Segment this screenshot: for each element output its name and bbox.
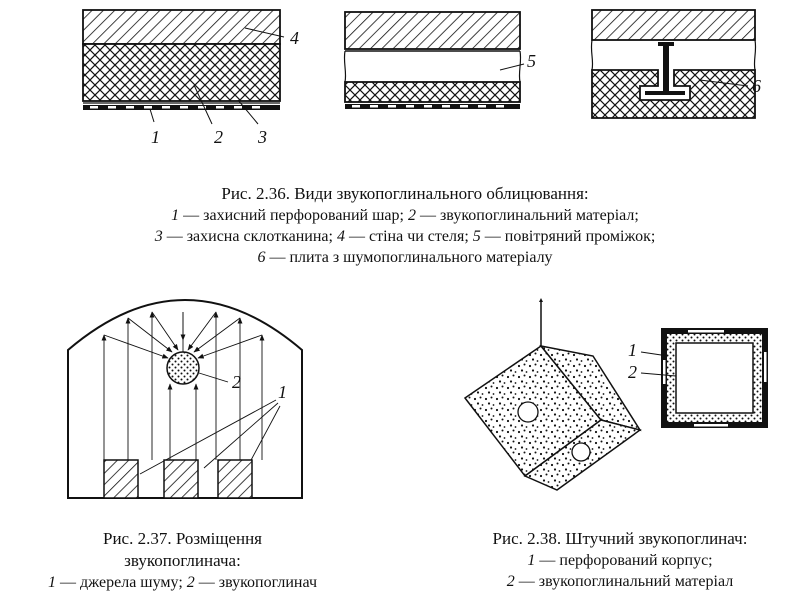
fig238-label-1: 1: [628, 340, 637, 360]
caption-text: — захисний перфорований шар;: [179, 207, 408, 224]
fig238-caption: Рис. 2.38. Штучний звукопоглинач: 1 — пе…: [430, 528, 807, 592]
fig236-label-6: 6: [752, 76, 761, 96]
fig236-caption-line-3: 6 — плита з шумопоглинального матеріалу: [95, 247, 715, 268]
fig238-caption-title: Рис. 2.38. Штучний звукопоглинач:: [492, 529, 748, 548]
fig236-label-5: 5: [527, 51, 536, 71]
fig237-diagram: [67, 299, 303, 499]
caption-text: — захисна склотканина;: [162, 228, 337, 245]
fig236-panel-2: [343, 11, 525, 109]
fig236-label-1: 1: [151, 127, 160, 147]
caption-num: 5: [472, 228, 481, 245]
fig238-caption-line-1: 1 — перфорований корпус;: [430, 550, 807, 571]
caption-text: — повітряний проміжок;: [480, 228, 656, 245]
fig236-label-3: 3: [257, 127, 267, 147]
fig237-caption-title-2: звукопоглинача:: [124, 551, 241, 570]
caption-num: 6: [257, 249, 266, 266]
caption-num: 2: [407, 207, 416, 224]
caption-num: 1: [171, 207, 180, 224]
caption-num: 2: [506, 573, 515, 590]
caption-text: — плита з шумопоглинального матеріалу: [265, 249, 553, 266]
fig237-caption-title-1: Рис. 2.37. Розміщення: [103, 529, 262, 548]
fig236-label-2: 2: [214, 127, 223, 147]
caption-text: — перфорований корпус;: [535, 552, 713, 569]
caption-text: — звукопоглинальний матеріал: [514, 573, 734, 590]
caption-num: 3: [154, 228, 163, 245]
fig236-label-4: 4: [290, 28, 299, 48]
fig237-caption: Рис. 2.37. Розміщення звукопоглинача: 1 …: [0, 528, 365, 593]
fig237-label-2: 2: [232, 372, 241, 392]
caption-num: 1: [527, 552, 536, 569]
caption-num: 4: [336, 228, 345, 245]
fig237-label-1: 1: [278, 382, 287, 402]
fig236-caption: Рис. 2.36. Види звукопоглинального облиц…: [95, 183, 715, 268]
caption-text: — стіна чи стеля;: [344, 228, 473, 245]
fig236-caption-title: Рис. 2.36. Види звукопоглинального облиц…: [221, 184, 589, 203]
caption-text: — джерела шуму;: [56, 574, 187, 591]
fig236-panel-1: [82, 9, 285, 125]
figure-labels: 4 1 2 3 5 6 2 1 1 2: [151, 28, 761, 402]
fig238-label-2: 2: [628, 362, 637, 382]
caption-text: — звукопоглинальний матеріал;: [415, 207, 639, 224]
fig236-caption-line-1: 1 — захисний перфорований шар; 2 — звуко…: [95, 205, 715, 226]
fig237-caption-line-1: 1 — джерела шуму; 2 — звукопоглинач: [0, 572, 365, 593]
fig238-caption-line-2: 2 — звукопоглинальний матеріал: [430, 571, 807, 592]
fig236-caption-line-2: 3 — захисна склотканина; 4 — стіна чи ст…: [95, 226, 715, 247]
caption-text: — звукопоглинач: [194, 574, 317, 591]
caption-num: 2: [186, 574, 195, 591]
caption-num: 1: [48, 574, 57, 591]
fig236-panel-3: [590, 9, 757, 119]
fig238-diagram: [463, 298, 768, 491]
